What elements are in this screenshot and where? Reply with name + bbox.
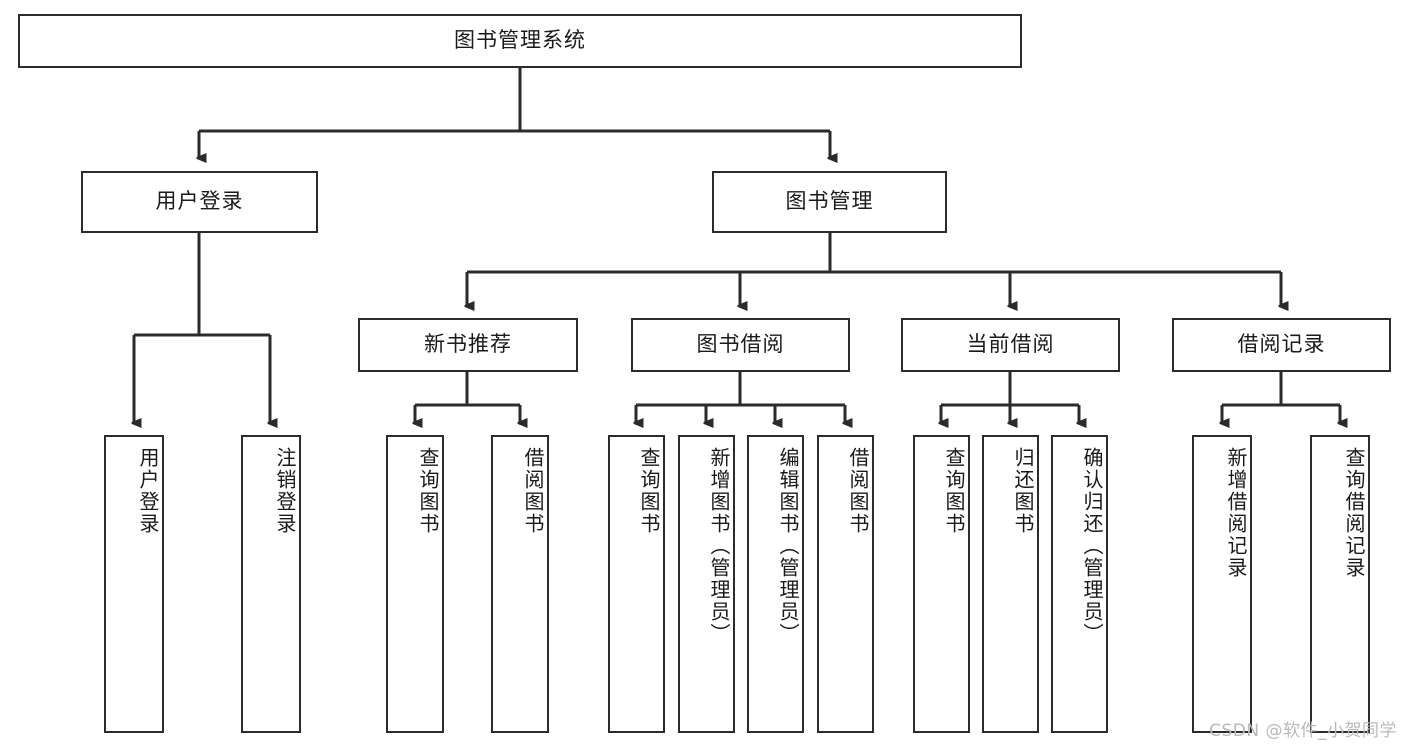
node-label: 新增图书（管理员） bbox=[707, 447, 731, 645]
node-label: 注销登录 bbox=[273, 447, 297, 535]
node-label: 借阅图书 bbox=[521, 447, 545, 535]
node-label: 归还图书 bbox=[1011, 447, 1035, 535]
leaf-current-borrow-return-book[interactable]: 归还图书 bbox=[982, 435, 1039, 733]
node-label: 用户登录 bbox=[155, 189, 244, 214]
leaf-new-book-borrow-book[interactable]: 借阅图书 bbox=[491, 435, 549, 733]
node-label: 查询图书 bbox=[942, 447, 966, 535]
node-label: 当前借阅 bbox=[966, 332, 1055, 357]
node-label: 图书管理 bbox=[785, 189, 874, 214]
node-label: 查询借阅记录 bbox=[1342, 447, 1366, 579]
leaf-book-borrow-edit-book-admin[interactable]: 编辑图书（管理员） bbox=[747, 435, 804, 733]
node-borrow-record[interactable]: 借阅记录 bbox=[1172, 318, 1391, 372]
leaf-new-book-query-book[interactable]: 查询图书 bbox=[386, 435, 444, 733]
node-root-book-management-system[interactable]: 图书管理系统 bbox=[18, 14, 1022, 68]
node-label: 图书管理系统 bbox=[454, 28, 586, 53]
node-user-login[interactable]: 用户登录 bbox=[81, 171, 318, 233]
node-label: 查询图书 bbox=[637, 447, 661, 535]
watermark: CSDN @软件_小贺同学 bbox=[1209, 721, 1397, 741]
leaf-book-borrow-borrow-book[interactable]: 借阅图书 bbox=[817, 435, 874, 733]
node-label: 查询图书 bbox=[416, 447, 440, 535]
leaf-borrow-record-query-record[interactable]: 查询借阅记录 bbox=[1310, 435, 1370, 733]
leaf-current-borrow-confirm-return-admin[interactable]: 确认归还（管理员） bbox=[1051, 435, 1108, 733]
node-label: 编辑图书（管理员） bbox=[776, 447, 800, 645]
node-current-borrow[interactable]: 当前借阅 bbox=[901, 318, 1120, 372]
node-label: 新增借阅记录 bbox=[1224, 447, 1248, 579]
node-label: 借阅图书 bbox=[846, 447, 870, 535]
node-label: 确认归还（管理员） bbox=[1080, 447, 1104, 645]
node-new-book-recommend[interactable]: 新书推荐 bbox=[358, 318, 578, 372]
node-label: 图书借阅 bbox=[696, 332, 785, 357]
leaf-user-login-login[interactable]: 用户登录 bbox=[104, 435, 164, 733]
leaf-book-borrow-query-book[interactable]: 查询图书 bbox=[608, 435, 665, 733]
leaf-current-borrow-query-book[interactable]: 查询图书 bbox=[913, 435, 970, 733]
leaf-user-login-logout[interactable]: 注销登录 bbox=[241, 435, 301, 733]
node-label: 用户登录 bbox=[136, 447, 160, 535]
node-label: 借阅记录 bbox=[1237, 332, 1326, 357]
leaf-book-borrow-add-book-admin[interactable]: 新增图书（管理员） bbox=[678, 435, 735, 733]
leaf-borrow-record-add-record[interactable]: 新增借阅记录 bbox=[1192, 435, 1252, 733]
node-book-management[interactable]: 图书管理 bbox=[712, 171, 947, 233]
node-book-borrow[interactable]: 图书借阅 bbox=[631, 318, 850, 372]
node-label: 新书推荐 bbox=[424, 332, 512, 357]
